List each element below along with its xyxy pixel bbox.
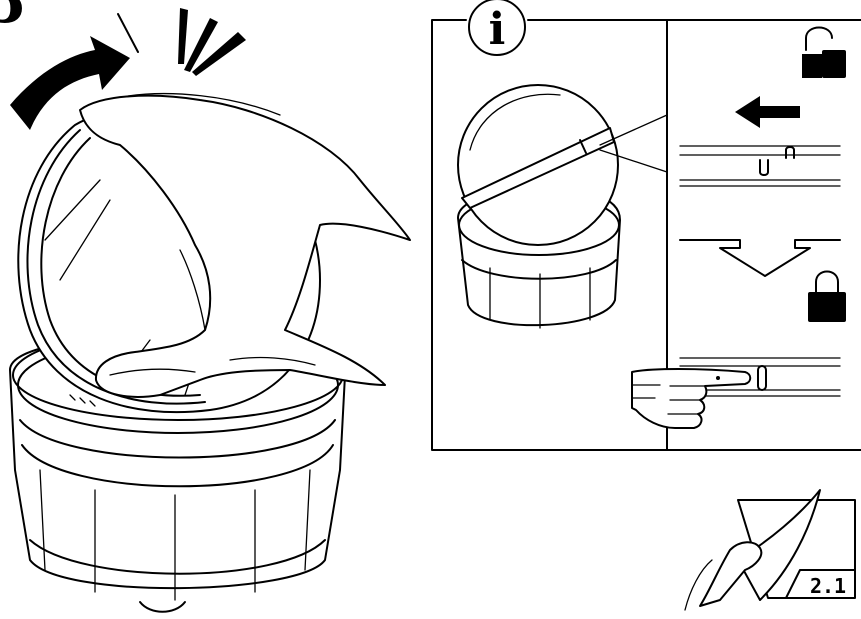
arrow-down-icon xyxy=(680,240,840,276)
unlocked-alignment-detail xyxy=(680,146,840,186)
unlock-icon xyxy=(802,28,846,79)
click-sound-icon xyxy=(118,8,246,76)
lock-icon xyxy=(808,272,846,323)
reference-page-icon: 2.1 xyxy=(685,490,855,610)
reference-page-label: 2.1 xyxy=(810,574,846,598)
pointing-hand-icon xyxy=(632,369,750,428)
info-icon: i xyxy=(489,4,506,55)
arrow-left-icon xyxy=(735,96,800,128)
small-camera xyxy=(458,85,620,328)
step-number: 5 xyxy=(0,0,26,36)
